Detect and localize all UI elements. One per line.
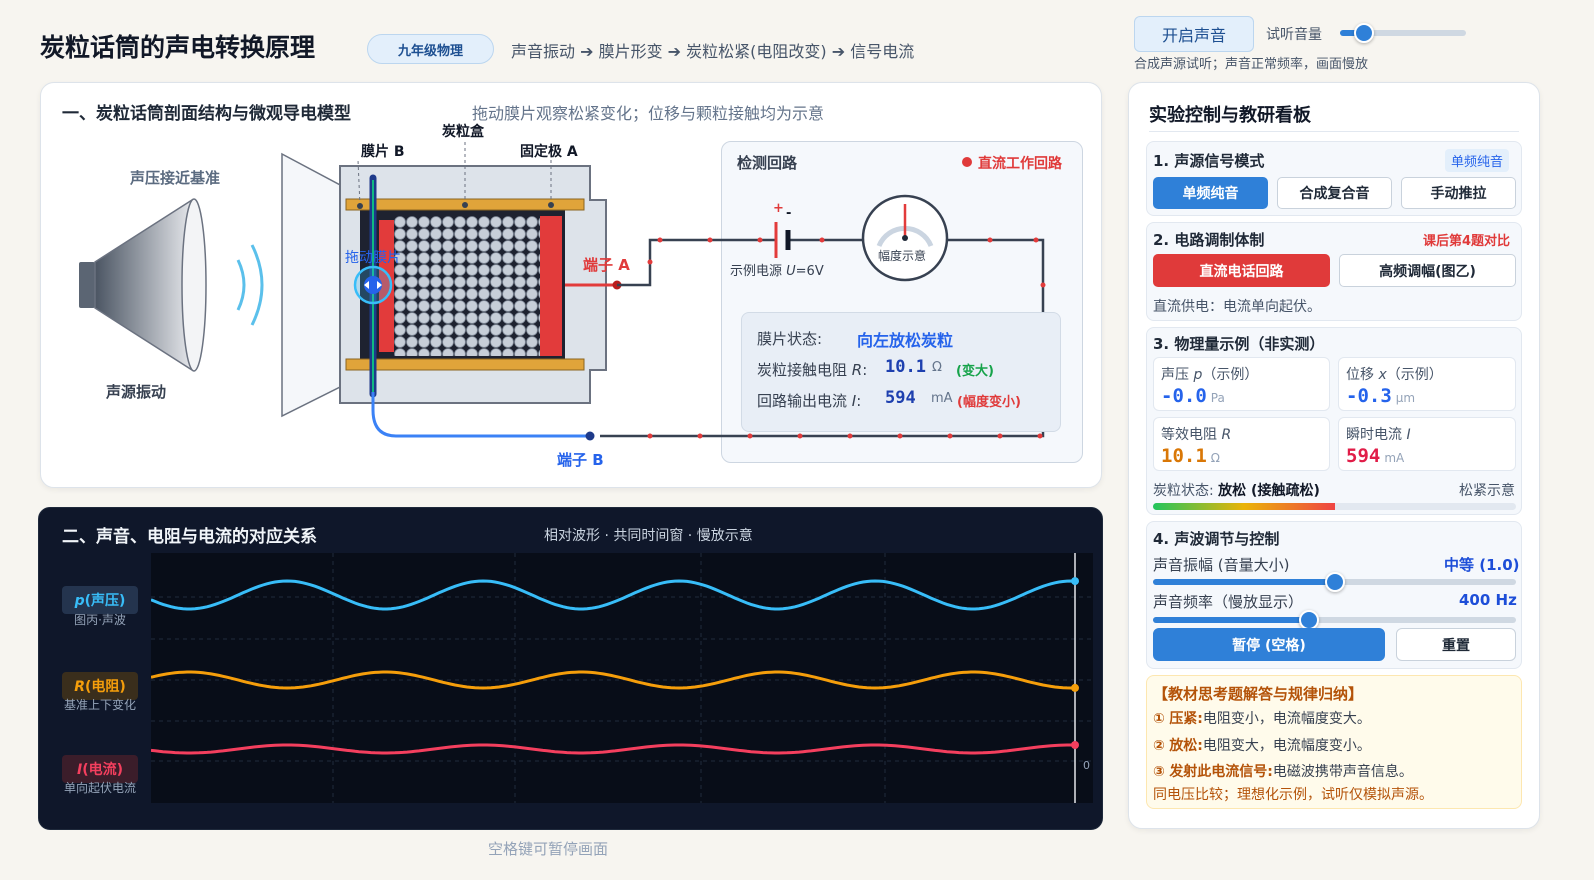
model-panel-title: 一、炭粒话筒剖面结构与微观导电模型 xyxy=(62,104,351,124)
answer-item-3: ③ 发射此电流信号:电磁波携带声音信息。 xyxy=(1153,764,1413,780)
microphone-diagram xyxy=(79,140,622,441)
terminal-b-label: 端子 B xyxy=(557,451,604,469)
i-channel-label: I(电流) xyxy=(76,762,123,778)
pressure-wave xyxy=(151,579,1076,611)
battery-plus: + xyxy=(773,201,784,216)
amplitude-slider-knob[interactable] xyxy=(1325,572,1345,592)
resistance-unit: Ω xyxy=(932,360,942,375)
resistance-readout: 炭粒接触电阻 R: xyxy=(757,361,868,379)
frequency-slider[interactable] xyxy=(1153,610,1516,630)
dc-indicator-dot xyxy=(962,157,972,167)
frequency-label: 声音频率（慢放显示） xyxy=(1153,593,1304,611)
volume-label: 试听音量 xyxy=(1266,27,1322,43)
drag-handle[interactable] xyxy=(353,265,393,305)
volume-slider-knob[interactable] xyxy=(1354,23,1374,43)
grade-badge: 九年级物理 xyxy=(367,34,494,64)
frequency-value: 400 Hz xyxy=(1459,591,1517,609)
tightness-fill xyxy=(1153,503,1335,510)
diaphragm-state-value: 向左放松炭粒 xyxy=(857,331,954,350)
current-note: (幅度变小) xyxy=(957,395,1021,410)
carbon-state-right: 松紧示意 xyxy=(1459,483,1515,499)
sound-note: 合成声源试听；声音正常频率，画面慢放 xyxy=(1134,57,1369,72)
battery-icon xyxy=(774,222,791,258)
answer-item-2: ② 放松:电阻变大，电流幅度变小。 xyxy=(1153,738,1371,754)
control-panel-title: 实验控制与教研看板 xyxy=(1149,105,1311,126)
carbon-box-label: 炭粒盒 xyxy=(442,124,484,140)
am-modulation-button[interactable]: 高频调幅(图乙) xyxy=(1339,254,1516,287)
quantities-title: 3. 物理量示例（非实测） xyxy=(1153,335,1325,353)
resistance-wave-dot xyxy=(1071,683,1079,692)
amplitude-label: 声音振幅 (音量大小) xyxy=(1153,556,1290,574)
answers-box xyxy=(1146,675,1522,809)
ammeter-icon xyxy=(861,194,949,282)
amplitude-slider[interactable] xyxy=(1153,572,1516,592)
wave-control-title: 4. 声波调节与控制 xyxy=(1153,530,1280,548)
pause-button[interactable]: 暂停 (空格) xyxy=(1153,628,1385,661)
reset-button[interactable]: 重置 xyxy=(1396,628,1516,661)
fixed-pole-label: 固定极 A xyxy=(520,144,578,160)
p-channel-label: p(声压) xyxy=(74,593,126,609)
circuit-mode-title: 2. 电路调制体制 xyxy=(1153,231,1265,249)
i-channel-desc: 单向起伏电流 xyxy=(63,781,136,795)
speaker-icon xyxy=(79,198,207,372)
amplitude-value: 中等 (1.0) xyxy=(1444,556,1520,574)
enable-sound-button[interactable]: 开启声音 xyxy=(1134,16,1254,52)
ammeter-label: 幅度示意 xyxy=(878,249,927,263)
p-channel-desc: 图丙·声波 xyxy=(74,613,126,627)
circuit-mode-tag: 直流工作回路 xyxy=(978,156,1062,172)
wave-panel-title: 二、声音、电阻与电流的对应关系 xyxy=(62,527,317,547)
pressure-wave-dot xyxy=(1071,577,1079,586)
complex-tone-button[interactable]: 合成复合音 xyxy=(1277,177,1392,209)
terminal-a-label: 端子 A xyxy=(583,256,630,274)
r-channel-label: R(电阻) xyxy=(74,679,126,695)
zero-axis-label: 0 xyxy=(1083,759,1090,772)
p-channel-tag xyxy=(62,586,138,614)
dc-circuit-button[interactable]: 直流电话回路 xyxy=(1153,254,1330,287)
battery-minus: - xyxy=(786,206,792,221)
circuit-mode-tag: 课后第4题对比 xyxy=(1423,234,1511,249)
r-channel-desc: 基准上下变化 xyxy=(63,698,136,712)
source-label: 声源振动 xyxy=(106,383,167,401)
page-title: 炭粒话筒的声电转换原理 xyxy=(40,33,316,62)
r-channel-tag xyxy=(62,672,138,700)
answers-title: 【教材思考题解答与规律归纳】 xyxy=(1153,685,1364,703)
readout-box xyxy=(741,312,1061,432)
signal-mode-tag: 单频纯音 xyxy=(1445,149,1510,172)
resistance-value: 10.1 xyxy=(885,357,926,377)
current-wave-dot xyxy=(1071,741,1079,749)
pure-tone-button[interactable]: 单频纯音 xyxy=(1153,177,1268,209)
current-wave xyxy=(151,743,1075,755)
drag-diaphragm-label: 拖动膜片 xyxy=(345,250,401,266)
diaphragm-state-label: 膜片状态: xyxy=(757,330,823,348)
pause-hint: 空格键可暂停画面 xyxy=(488,840,609,858)
signal-mode-title: 1. 声源信号模式 xyxy=(1153,152,1265,170)
sound-pressure-label: 声压接近基准 xyxy=(130,169,221,187)
manual-push-button[interactable]: 手动推拉 xyxy=(1401,177,1516,209)
power-source-label: 示例电源 U=6V xyxy=(730,264,824,279)
answer-item-1: ① 压紧:电阻变小，电流幅度变大。 xyxy=(1153,711,1371,727)
resistance-wave xyxy=(151,670,1076,690)
circuit-title: 检测回路 xyxy=(737,154,798,172)
tightness-track xyxy=(1153,503,1516,510)
current-unit: mA xyxy=(931,391,953,406)
i-channel-tag xyxy=(62,755,138,783)
volume-slider[interactable] xyxy=(1340,23,1466,43)
wave-panel-subtitle: 相对波形 · 共同时间窗 · 慢放示意 xyxy=(544,528,753,544)
waveform-plot xyxy=(151,553,1093,803)
resistance-note: (变大) xyxy=(956,364,994,379)
circuit-mode-note: 直流供电：电流单向起伏。 xyxy=(1153,299,1321,315)
principle-flow: 声音振动 ➔ 膜片形变 ➔ 炭粒松紧(电阻改变) ➔ 信号电流 xyxy=(511,42,915,61)
model-panel-hint: 拖动膜片观察松紧变化；位移与颗粒接触均为示意 xyxy=(472,104,825,123)
frequency-slider-knob[interactable] xyxy=(1299,610,1319,630)
current-value: 594 xyxy=(885,388,916,408)
carbon-state: 炭粒状态: 放松 (接触疏松) xyxy=(1153,483,1320,499)
answers-footer: 同电压比较；理想化示例，试听仅模拟声源。 xyxy=(1153,787,1433,803)
current-readout: 回路输出电流 I: xyxy=(757,392,862,410)
control-title-divider xyxy=(1149,131,1519,132)
diaphragm-label: 膜片 B xyxy=(361,144,405,160)
